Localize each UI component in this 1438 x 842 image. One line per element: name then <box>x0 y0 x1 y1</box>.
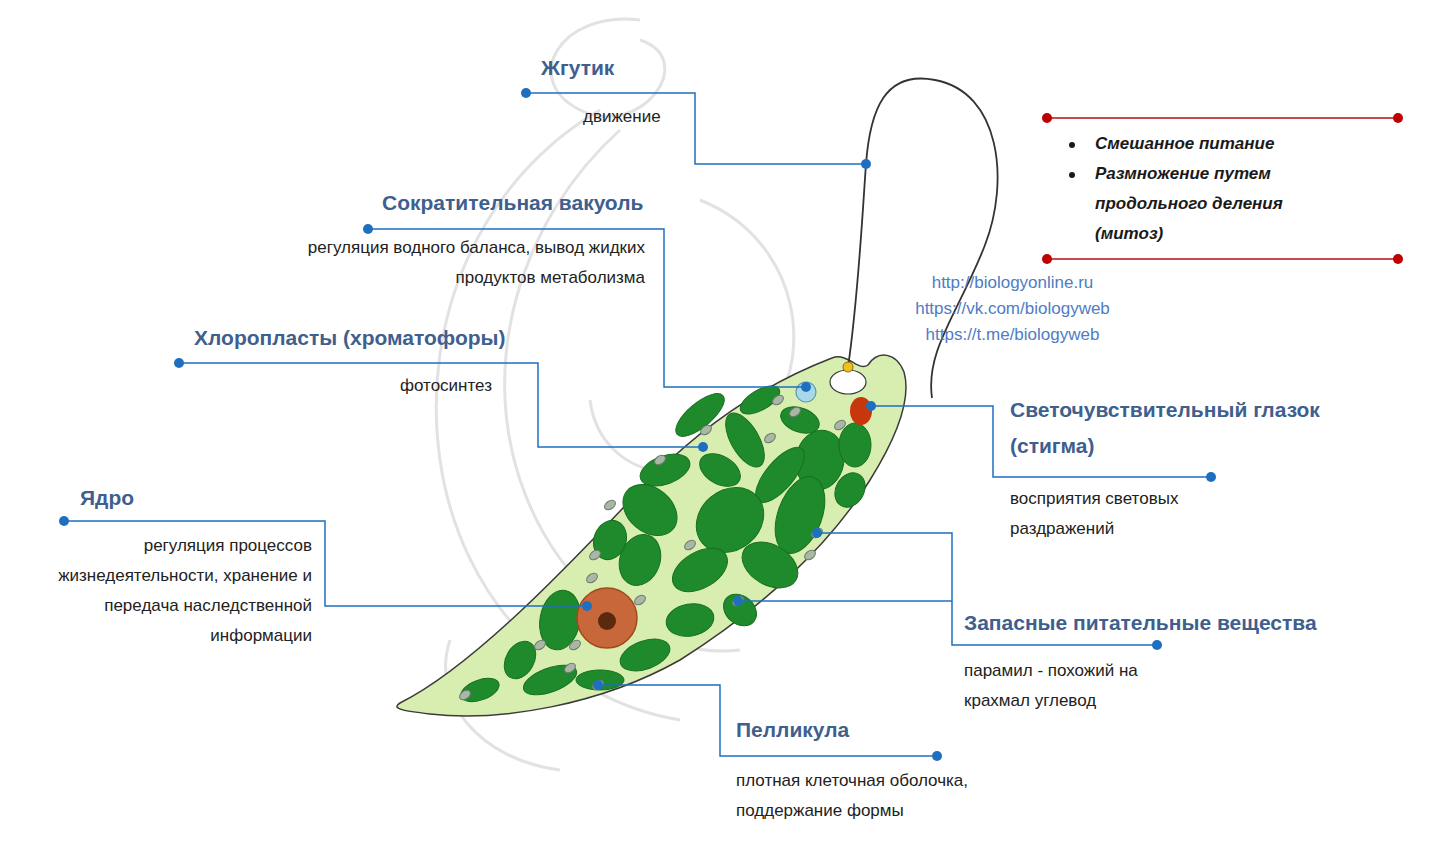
leader-line <box>738 600 952 602</box>
chloroplast <box>458 674 502 706</box>
chloroplast <box>694 447 746 493</box>
leader-dot <box>733 596 743 606</box>
bracket-line <box>1047 258 1398 260</box>
leader-line <box>64 521 587 606</box>
nucleolus <box>598 612 616 630</box>
paramylon-grain <box>788 405 802 418</box>
chloroplast <box>734 533 806 598</box>
chloroplast <box>498 636 542 685</box>
paramylon-grain <box>699 423 713 436</box>
nucleus <box>577 588 637 648</box>
leader-dot <box>593 680 603 690</box>
stigma <box>850 397 872 425</box>
leader-dot <box>1152 640 1162 650</box>
paramylon-grain <box>803 548 817 561</box>
paramylon-grain <box>588 548 602 561</box>
leader-dot <box>1206 472 1216 482</box>
chloroplast <box>664 600 717 640</box>
part-name: Жгутик <box>541 50 841 86</box>
part-name: Пелликула <box>736 712 1036 748</box>
paramylon-grain <box>458 688 472 701</box>
contractile-vacuole <box>796 382 816 402</box>
part-name: Сократительная вакуоль <box>382 185 802 221</box>
leader-lines <box>64 93 1211 756</box>
part-name: Светочувствительный глазок (стигма) <box>1010 392 1340 464</box>
basal-body <box>843 362 853 372</box>
cell-body <box>397 355 906 716</box>
paramylon-grain <box>653 453 667 466</box>
source-url: https://t.me/biologyweb <box>880 322 1145 348</box>
paramylon-grain <box>833 418 847 431</box>
chloroplasts <box>458 380 871 706</box>
leader-dot <box>866 401 876 411</box>
chloroplast <box>829 467 871 512</box>
leader-dot <box>801 382 811 392</box>
chloroplast <box>717 588 763 633</box>
leader-line <box>179 363 703 447</box>
paramylon-grain <box>603 498 617 511</box>
paramylon-grain <box>568 638 582 651</box>
euglena-cell <box>397 78 998 715</box>
leader-dot <box>932 751 942 761</box>
bracket-dot <box>1042 113 1052 123</box>
leader-dots <box>59 88 1216 761</box>
part-function: движение <box>583 102 833 132</box>
chloroplast <box>588 516 632 565</box>
bracket-dot <box>1393 113 1403 123</box>
bullet <box>1069 142 1075 148</box>
leader-dot <box>582 601 592 611</box>
paramylon-grain <box>533 638 547 651</box>
source-url: http://biologyonline.ru <box>880 270 1145 296</box>
note-bracket <box>1042 113 1403 264</box>
paramylon-grain <box>683 538 697 551</box>
paramylon-grain <box>585 571 599 584</box>
chloroplast <box>665 539 735 600</box>
reservoir <box>830 370 866 394</box>
paramylon-grain <box>763 431 777 444</box>
bracket-dot <box>1042 254 1052 264</box>
flagellum <box>848 78 998 398</box>
leader-dot <box>812 528 822 538</box>
paramylon-grain <box>771 393 785 406</box>
feature-note: Размножение путем продольного деления (м… <box>1095 159 1335 249</box>
part-function: регуляция водного баланса, вывод жидких … <box>265 233 645 293</box>
leader-dot <box>521 88 531 98</box>
leader-dot <box>861 159 871 169</box>
source-url: https://vk.com/biologyweb <box>880 296 1145 322</box>
bracket-line <box>1047 117 1398 119</box>
part-function: парамил - похожий на крахмал углевод <box>964 656 1186 716</box>
part-function: восприятия световых раздражений <box>1010 484 1225 544</box>
bracket-dot <box>1393 254 1403 264</box>
part-function: регуляция процессов жизнедеятельности, х… <box>6 531 312 651</box>
part-function: фотосинтез <box>400 371 600 401</box>
leader-dot <box>59 516 69 526</box>
paramylon-grain <box>633 593 647 606</box>
leader-dot <box>174 358 184 368</box>
part-name: Хлоропласты (хроматофоры) <box>194 320 614 356</box>
paramylon-grains <box>458 393 847 701</box>
chloroplast <box>839 423 871 467</box>
paramylon-grain <box>563 661 577 674</box>
feature-note: Смешанное питание <box>1095 129 1395 159</box>
part-name: Запасные питательные вещества <box>964 605 1384 641</box>
leader-line <box>526 93 866 164</box>
part-name: Ядро <box>80 480 280 516</box>
part-function: плотная клеточная оболочка, поддержание … <box>736 766 1031 826</box>
chloroplast <box>669 387 730 444</box>
leader-dot <box>698 442 708 452</box>
bullet <box>1069 172 1075 178</box>
leader-dot <box>363 224 373 234</box>
